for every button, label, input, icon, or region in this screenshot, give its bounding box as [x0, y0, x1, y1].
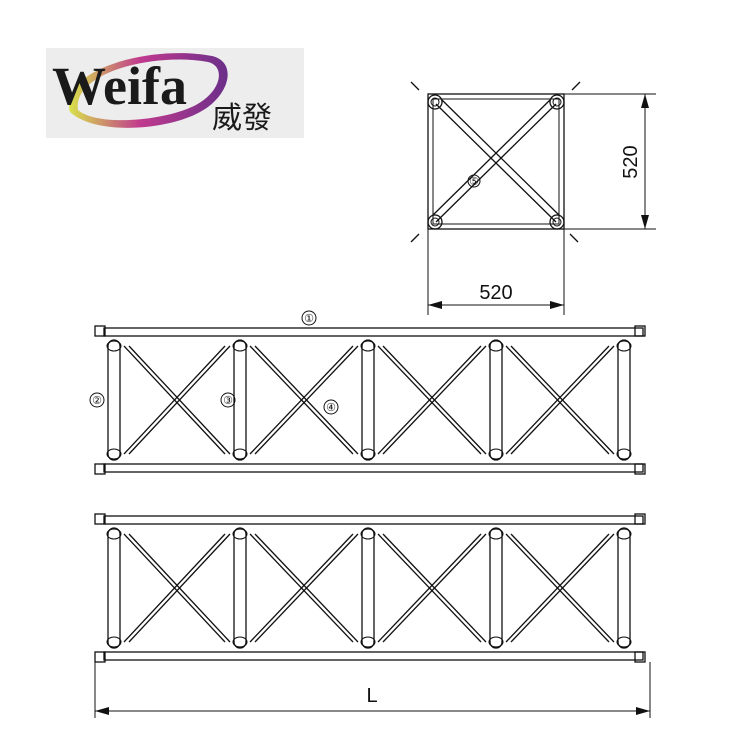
joint: [360, 636, 376, 648]
diagonal-brace: [510, 533, 615, 643]
diagonal-brace: [377, 345, 482, 455]
diagonal-brace: [377, 533, 482, 643]
truss-elevation-lower: [94, 513, 646, 663]
diagonal-brace: [128, 345, 231, 455]
width-dimension: 520: [479, 282, 512, 304]
callout-2: ②: [92, 395, 102, 407]
joint: [106, 528, 122, 540]
vertical-member: [361, 527, 375, 649]
logo: Weifa 威發: [46, 48, 304, 138]
joint: [232, 448, 248, 460]
length-label: L: [366, 685, 377, 707]
callout-5: ⑤: [469, 176, 479, 188]
vertical-member: [361, 339, 375, 461]
logo-wordmark: Weifa: [52, 56, 187, 116]
joint: [232, 340, 248, 352]
joint: [360, 528, 376, 540]
height-dimension: 520: [620, 145, 642, 178]
end-connector: [634, 651, 646, 663]
vertical-member: [489, 339, 503, 461]
diagonal-brace: [249, 345, 354, 455]
joint: [232, 636, 248, 648]
diagonal-brace: [128, 533, 231, 643]
joint: [488, 636, 504, 648]
joint: [616, 340, 632, 352]
callout-5-circle: [467, 174, 481, 188]
end-connector: [94, 651, 106, 663]
joint: [616, 636, 632, 648]
diagonal-brace: [254, 533, 359, 643]
end-connector: [94, 463, 106, 475]
joint: [106, 636, 122, 648]
end-connector: [634, 325, 646, 337]
callout-4: ④: [326, 402, 336, 414]
joint: [106, 340, 122, 352]
diagonal-brace: [254, 345, 359, 455]
diagonal-brace: [510, 345, 615, 455]
diagonal-brace: [123, 533, 226, 643]
joint: [488, 340, 504, 352]
top-chord: [103, 515, 644, 525]
callout-1: ①: [304, 313, 314, 325]
vertical-member: [233, 339, 247, 461]
joint: [488, 528, 504, 540]
diagonal-brace: [382, 533, 487, 643]
diagonal-brace: [123, 345, 226, 455]
callouts-upper: ① ② ③ ④: [89, 310, 339, 415]
top-view: ⑤ 520 520: [410, 81, 656, 315]
joint: [106, 448, 122, 460]
joint: [488, 448, 504, 460]
joint: [360, 448, 376, 460]
joint: [616, 448, 632, 460]
diagonal-brace: [505, 345, 610, 455]
joint: [360, 340, 376, 352]
bottom-chord: [103, 651, 644, 661]
callout-3: ③: [223, 395, 233, 407]
end-connector: [634, 513, 646, 525]
end-connector: [94, 325, 106, 337]
vertical-member: [233, 527, 247, 649]
diagonal-brace: [249, 533, 354, 643]
vertical-member: [617, 339, 631, 461]
diagonal-brace: [382, 345, 487, 455]
logo-background: [46, 48, 304, 138]
end-connector: [94, 513, 106, 525]
end-connector: [634, 463, 646, 475]
joint: [232, 528, 248, 540]
logo-swoosh: [68, 53, 228, 128]
diagonal-brace: [505, 533, 610, 643]
bottom-chord: [103, 463, 644, 473]
vertical-member: [107, 527, 121, 649]
truss-elevation-upper: [94, 325, 646, 475]
vertical-member: [489, 527, 503, 649]
vertical-member: [107, 339, 121, 461]
logo-chinese-mark: 威發: [212, 101, 272, 136]
top-chord: [103, 327, 644, 337]
length-dimension: L: [94, 662, 651, 718]
joint: [616, 528, 632, 540]
vertical-member: [617, 527, 631, 649]
